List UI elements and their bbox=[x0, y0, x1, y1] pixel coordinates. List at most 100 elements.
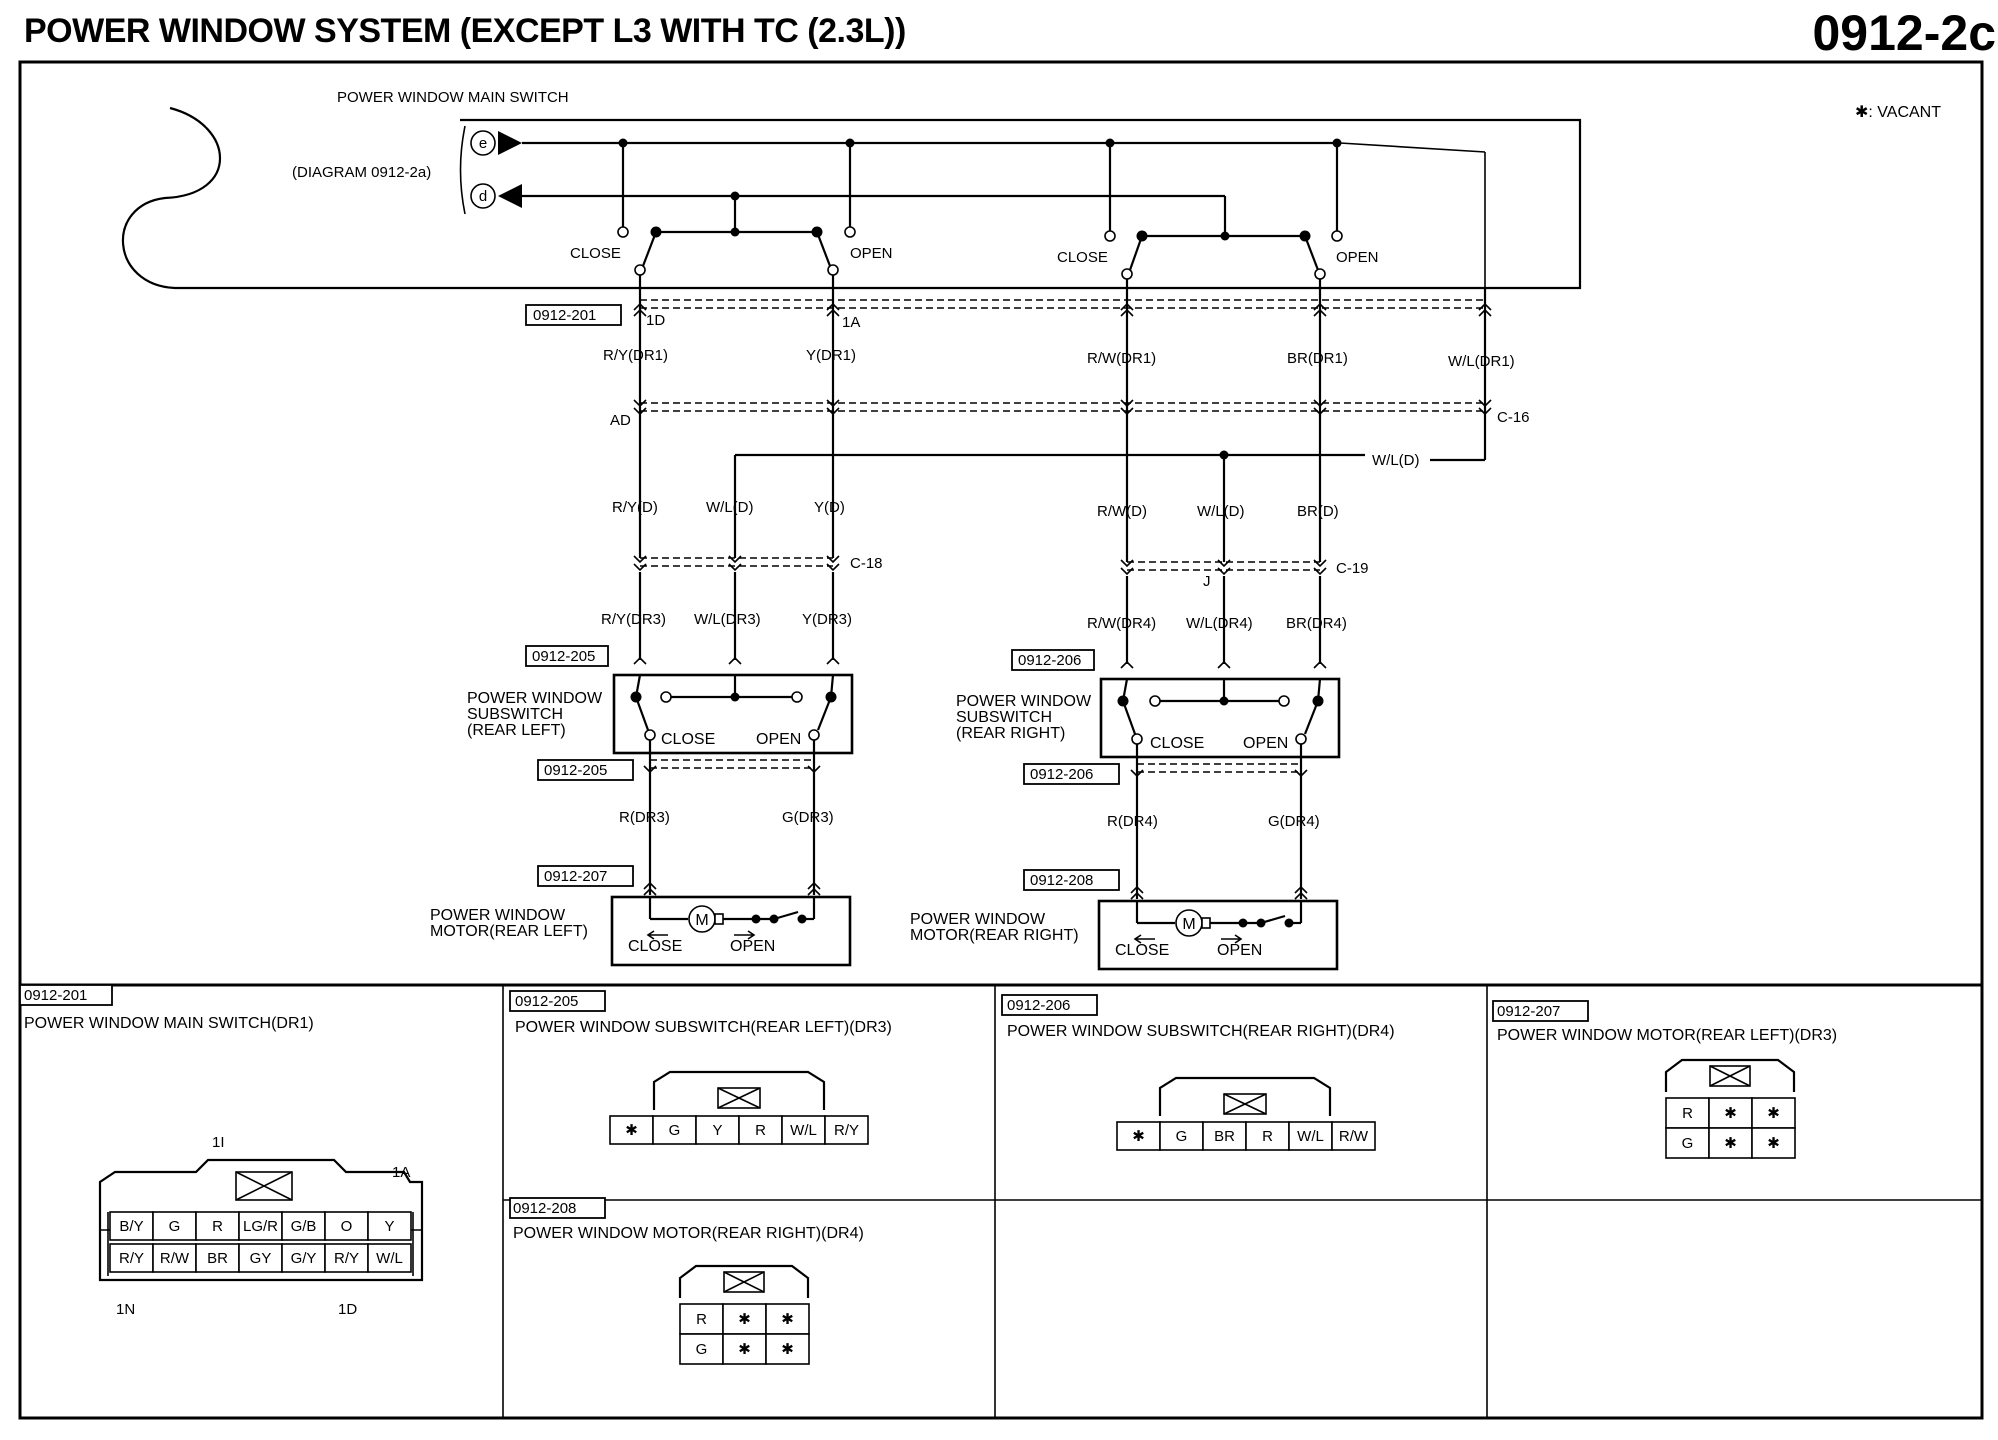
c205-cell bbox=[652, 1115, 697, 1145]
svg-text:MOTOR(REAR RIGHT): MOTOR(REAR RIGHT) bbox=[910, 927, 1079, 944]
svg-text:1N: 1N bbox=[116, 1301, 135, 1318]
svg-text:POWER WINDOW: POWER WINDOW bbox=[956, 693, 1092, 710]
c201-row2-pin-label: W/L bbox=[376, 1250, 403, 1267]
svg-text:POWER WINDOW: POWER WINDOW bbox=[467, 690, 603, 707]
svg-text:R/Y(DR1): R/Y(DR1) bbox=[603, 347, 668, 364]
svg-text:CLOSE: CLOSE bbox=[628, 938, 682, 955]
motor-rear-right: 0912-208 POWER WINDOW MOTOR(REAR RIGHT) … bbox=[910, 869, 1339, 971]
connector-0912-208: 0912-208 POWER WINDOW MOTOR(REAR RIGHT)(… bbox=[509, 1197, 864, 1365]
svg-text:POWER WINDOW MOTOR(REAR RIGHT): POWER WINDOW MOTOR(REAR RIGHT)(DR4) bbox=[513, 1225, 864, 1242]
c201-row2-pin-label: R/Y bbox=[334, 1250, 359, 1267]
motor-left-m-icon: M bbox=[695, 912, 708, 929]
c206-pin-label: W/L bbox=[1297, 1128, 1324, 1145]
c207-row1-pin-label: ✱ bbox=[1767, 1105, 1780, 1122]
subswitch-right-ref2: 0912-206 bbox=[1030, 766, 1093, 783]
svg-text:Y(D): Y(D) bbox=[814, 499, 845, 516]
svg-text:W/L(DR3): W/L(DR3) bbox=[694, 611, 761, 628]
svg-text:SUBSWITCH: SUBSWITCH bbox=[956, 709, 1052, 726]
motor-right-ref: 0912-208 bbox=[1030, 872, 1093, 889]
svg-text:OPEN: OPEN bbox=[730, 938, 775, 955]
c201-row2-pin-label: BR bbox=[207, 1250, 228, 1267]
main-switch-open-right: OPEN bbox=[1336, 249, 1379, 266]
motor-rear-left: 0912-207 POWER WINDOW MOTOR(REAR LEFT) M… bbox=[430, 865, 852, 967]
svg-text:G(DR4): G(DR4) bbox=[1268, 813, 1320, 830]
svg-text:1I: 1I bbox=[212, 1134, 225, 1151]
diagram-reference: (DIAGRAM 0912-2a) bbox=[292, 164, 431, 181]
c205-pin-label: ✱ bbox=[625, 1122, 638, 1139]
c205-cell bbox=[695, 1115, 740, 1145]
c208-row2-pin-label: G bbox=[696, 1341, 708, 1358]
wire-labels: R/Y(DR1) Y(DR1) R/W(DR1) BR(DR1) W/L(DR1… bbox=[601, 347, 1530, 830]
c201-row1-pin-label: LG/R bbox=[243, 1218, 278, 1235]
svg-text:R(DR3): R(DR3) bbox=[619, 809, 670, 826]
svg-text:J: J bbox=[1203, 573, 1211, 590]
c201-row2-cell bbox=[195, 1243, 240, 1273]
c206-cell bbox=[1288, 1121, 1333, 1151]
pin-1d: 1D bbox=[646, 312, 665, 329]
svg-text:POWER WINDOW SUBSWITCH(REAR RI: POWER WINDOW SUBSWITCH(REAR RIGHT)(DR4) bbox=[1007, 1023, 1395, 1040]
c201-row2-cell bbox=[281, 1243, 326, 1273]
svg-text:C-16: C-16 bbox=[1497, 409, 1530, 426]
svg-text:R/W(DR1): R/W(DR1) bbox=[1087, 350, 1156, 367]
c207-row2-cell bbox=[1751, 1127, 1796, 1159]
c206-pin-label: R/W bbox=[1339, 1128, 1369, 1145]
svg-text:1D: 1D bbox=[338, 1301, 357, 1318]
c207-row1-cell bbox=[1751, 1097, 1796, 1129]
c207-row2-pin-label: G bbox=[1682, 1135, 1694, 1152]
subswitch-rear-left: 0912-205 POWER WINDOW SUBSWITCH (REAR LE… bbox=[467, 645, 854, 895]
svg-text:W/L(DR4): W/L(DR4) bbox=[1186, 615, 1253, 632]
c207-row2-cell bbox=[1708, 1127, 1753, 1159]
connector-0912-201: 0912-201 POWER WINDOW MAIN SWITCH(DR1) 1… bbox=[19, 984, 424, 1318]
c201-row1-cell bbox=[109, 1211, 154, 1241]
svg-text:POWER WINDOW MOTOR(REAR LEFT)(: POWER WINDOW MOTOR(REAR LEFT)(DR3) bbox=[1497, 1027, 1837, 1044]
svg-text:SUBSWITCH: SUBSWITCH bbox=[467, 706, 563, 723]
terminal-e-arrow-icon bbox=[498, 131, 522, 155]
terminal-d-arrow-icon bbox=[498, 184, 522, 208]
c205-cell bbox=[824, 1115, 869, 1145]
c201-row2-pin-label: GY bbox=[250, 1250, 272, 1267]
c208-row2-pin-label: ✱ bbox=[738, 1341, 751, 1358]
svg-text:R/Y(D): R/Y(D) bbox=[612, 499, 658, 516]
main-switch-open-left: OPEN bbox=[850, 245, 893, 262]
svg-text:BR(DR4): BR(DR4) bbox=[1286, 615, 1347, 632]
main-switch-ref: 0912-201 bbox=[533, 307, 596, 324]
svg-text:C-19: C-19 bbox=[1336, 560, 1369, 577]
c201-row1-cell bbox=[238, 1211, 283, 1241]
svg-text:W/L(D): W/L(D) bbox=[1197, 503, 1245, 520]
svg-text:W/L(D): W/L(D) bbox=[706, 499, 754, 516]
svg-text:0912-205: 0912-205 bbox=[515, 993, 578, 1010]
svg-text:OPEN: OPEN bbox=[1243, 735, 1288, 752]
connector-0912-205: 0912-205 POWER WINDOW SUBSWITCH(REAR LEF… bbox=[509, 990, 892, 1145]
page-title: POWER WINDOW SYSTEM (EXCEPT L3 WITH TC (… bbox=[24, 12, 906, 50]
svg-text:R/W(D): R/W(D) bbox=[1097, 503, 1147, 520]
svg-text:POWER WINDOW MAIN SWITCH(DR1): POWER WINDOW MAIN SWITCH(DR1) bbox=[24, 1015, 314, 1032]
svg-text:R/W(DR4): R/W(DR4) bbox=[1087, 615, 1156, 632]
c207-row2-pin-label: ✱ bbox=[1767, 1135, 1780, 1152]
vacant-legend: ✱: VACANT bbox=[1855, 104, 1941, 121]
c206-cell bbox=[1116, 1121, 1161, 1151]
c206-pin-label: G bbox=[1176, 1128, 1188, 1145]
svg-text:C-18: C-18 bbox=[850, 555, 883, 572]
svg-text:BR(D): BR(D) bbox=[1297, 503, 1339, 520]
c206-pin-label: BR bbox=[1214, 1128, 1235, 1145]
c201-row1-pin-label: B/Y bbox=[119, 1218, 143, 1235]
svg-text:0912-208: 0912-208 bbox=[513, 1200, 576, 1217]
svg-text:0912-206: 0912-206 bbox=[1007, 997, 1070, 1014]
c208-row2-pin-label: ✱ bbox=[781, 1341, 794, 1358]
svg-text:CLOSE: CLOSE bbox=[1150, 735, 1204, 752]
c206-pin-label: ✱ bbox=[1132, 1128, 1145, 1145]
c201-row2-cell bbox=[367, 1243, 412, 1273]
pin-1a: 1A bbox=[842, 314, 860, 331]
svg-text:OPEN: OPEN bbox=[756, 731, 801, 748]
c205-pin-label: Y bbox=[712, 1122, 722, 1139]
c201-row1-pin-label: R bbox=[212, 1218, 223, 1235]
svg-text:Y(DR1): Y(DR1) bbox=[806, 347, 856, 364]
c208-row1-pin-label: ✱ bbox=[781, 1311, 794, 1328]
c201-row2-pin-label: R/W bbox=[160, 1250, 190, 1267]
motor-right-m-icon: M bbox=[1182, 916, 1195, 933]
svg-text:BR(DR1): BR(DR1) bbox=[1287, 350, 1348, 367]
svg-text:Y(DR3): Y(DR3) bbox=[802, 611, 852, 628]
c208-row2-cell bbox=[679, 1333, 724, 1365]
svg-text:0912-207: 0912-207 bbox=[1497, 1003, 1560, 1020]
